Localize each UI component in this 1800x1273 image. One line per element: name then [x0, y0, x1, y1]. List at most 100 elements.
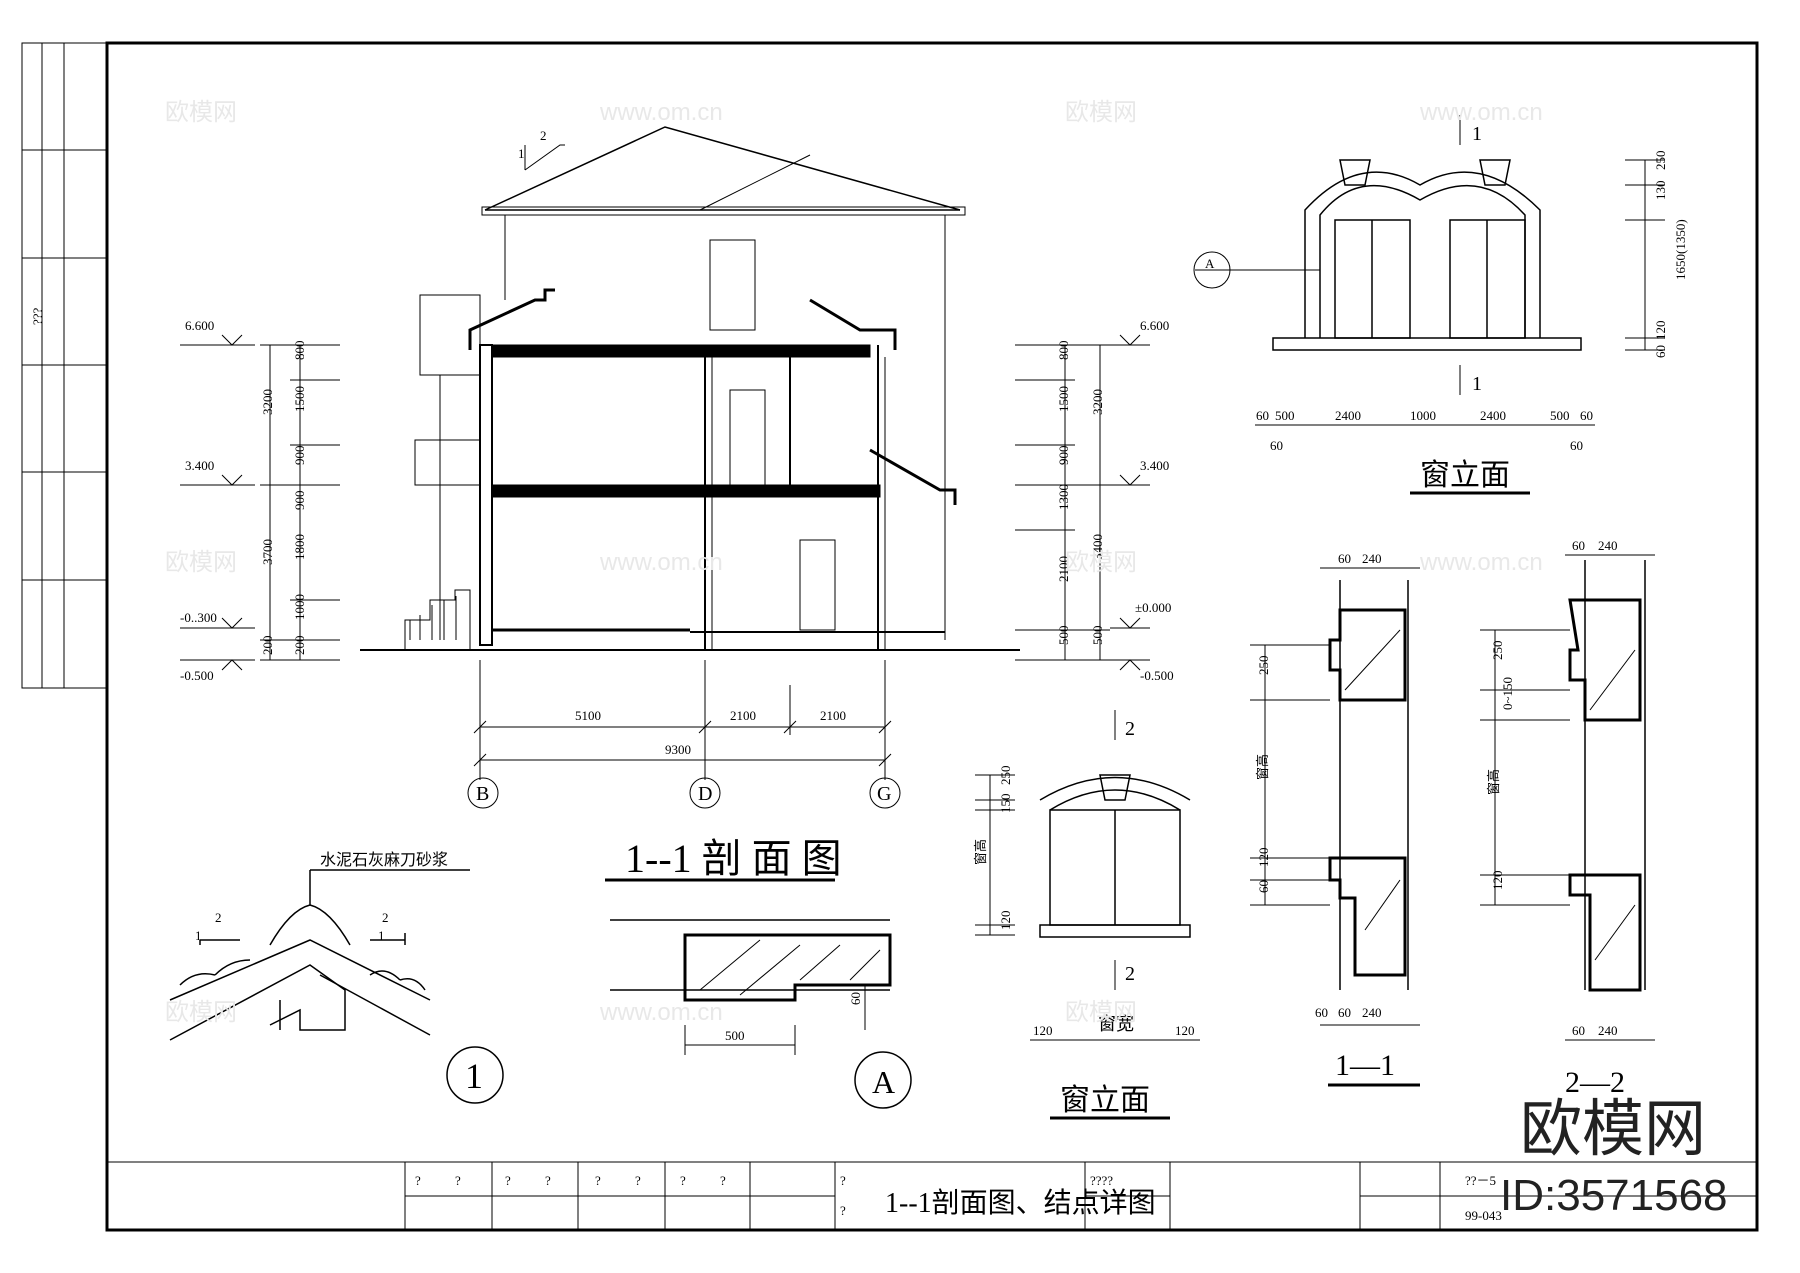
section-mark-2: 2	[1125, 718, 1135, 740]
dim-label: 250	[1490, 641, 1505, 661]
dim-label: 240	[1598, 1023, 1618, 1038]
dim-label: 500	[725, 1028, 745, 1043]
dim-label: 120	[1653, 321, 1668, 341]
title-block	[107, 1161, 1757, 1230]
detail-section-11	[1328, 580, 1409, 990]
dim-label: 2100	[1056, 556, 1071, 582]
dim-label: 1650(1350)	[1673, 219, 1688, 280]
section-22-title: 2—2	[1565, 1066, 1625, 1099]
tb-cell: ?	[455, 1173, 461, 1188]
dim-label: 60	[848, 992, 863, 1005]
dim-label: 60	[1570, 438, 1583, 453]
strip-label: ???	[30, 307, 45, 325]
watermark-site: www.om.cn	[599, 99, 723, 126]
slope-label-1: 1	[195, 928, 202, 943]
level-label: 6.600	[1140, 318, 1169, 333]
level-label: 3.400	[1140, 458, 1169, 473]
watermark-brand: 欧模网	[165, 549, 237, 576]
axis-label-g: G	[877, 783, 891, 805]
dim-label: 60	[1338, 551, 1351, 566]
tb-cell: ?	[840, 1173, 846, 1188]
dim-label: 1800	[292, 534, 307, 560]
dim-label: 120	[1256, 848, 1271, 868]
level-label: 3.400	[185, 458, 214, 473]
bottom-dimensions	[473, 685, 892, 767]
slope-label-1: 1	[518, 146, 525, 161]
watermark-site: www.om.cn	[599, 549, 723, 576]
dim-label: 200	[292, 636, 307, 656]
level-label: -0..300	[180, 610, 217, 625]
slope-mark	[524, 144, 565, 171]
slope-label-2: 2	[540, 128, 547, 143]
detail-a-label: A	[872, 1064, 895, 1100]
dim-label: 900	[292, 491, 307, 511]
tb-cell: ?	[635, 1173, 641, 1188]
left-dimensions	[180, 334, 340, 671]
level-label: 6.600	[185, 318, 214, 333]
dim-label: 60	[1256, 880, 1271, 893]
watermark-brand-large: 欧模网	[1520, 1095, 1706, 1164]
dim-label: 9300	[665, 742, 691, 757]
detail-22-dims	[1480, 554, 1655, 1041]
dim-label: 60	[1653, 345, 1668, 358]
section-mark-2b: 2	[1125, 963, 1135, 985]
section-title: 1--1 剖 面 图	[625, 836, 842, 881]
axis-bubbles	[467, 777, 901, 809]
tb-cell: ?	[415, 1173, 421, 1188]
level-label: -0.500	[1140, 668, 1174, 683]
tb-cell: ?	[840, 1203, 846, 1218]
dim-label: 250	[1256, 656, 1271, 676]
watermark-id: ID:3571568	[1500, 1171, 1728, 1220]
dim-label: 2100	[820, 708, 846, 723]
section-11-title: 1—1	[1335, 1049, 1395, 1082]
detail-1-label: 1	[465, 1056, 483, 1096]
watermark-brand: 欧模网	[1065, 99, 1137, 126]
dim-label: 250	[1653, 151, 1668, 171]
section-building	[360, 126, 1020, 780]
window-elevation-dims	[1193, 115, 1665, 426]
drawing-border	[105, 41, 1759, 1232]
dim-label: 2400	[1480, 408, 1506, 423]
dim-label: 1500	[292, 386, 307, 412]
dim-label: 1500	[1056, 386, 1071, 412]
tb-cell: ?	[680, 1173, 686, 1188]
tb-cell: ?	[545, 1173, 551, 1188]
window-height-label: 窗高	[1255, 754, 1270, 780]
window-elevation-double	[1272, 159, 1582, 351]
window-height-label: 窗高	[973, 839, 988, 865]
tb-code-2: 99-043	[1465, 1208, 1502, 1223]
dim-label: 2400	[1335, 408, 1361, 423]
watermark-site: www.om.cn	[1419, 549, 1543, 576]
detail-a	[610, 919, 912, 1109]
dim-label: 3200	[260, 389, 275, 415]
slope-label-2: 2	[382, 910, 389, 925]
left-binding-strip	[21, 42, 108, 689]
watermark-site: www.om.cn	[599, 999, 723, 1026]
tb-cell: ?	[720, 1173, 726, 1188]
slope-label-1: 1	[378, 928, 385, 943]
section-mark-1: 1	[1472, 123, 1482, 145]
dim-label: 250	[998, 766, 1013, 786]
dim-label: 200	[260, 636, 275, 656]
dim-label: 60	[1270, 438, 1283, 453]
dim-label: 900	[1056, 446, 1071, 466]
dim-label: 800	[292, 341, 307, 361]
dim-label: 60	[1338, 1005, 1351, 1020]
dim-label: 60	[1572, 1023, 1585, 1038]
dim-label: 150	[998, 794, 1013, 814]
dim-label: 0~150	[1500, 677, 1515, 710]
small-window-dims	[975, 710, 1200, 1041]
dim-label: 120	[998, 911, 1013, 931]
dim-label: 120	[1490, 871, 1505, 891]
tb-drawing-name: 1--1剖面图、结点详图	[885, 1187, 1156, 1219]
right-dimensions	[1015, 334, 1150, 671]
dim-label: 500	[1550, 408, 1570, 423]
section-mark-1b: 1	[1472, 373, 1482, 395]
dim-label: 60	[1315, 1005, 1328, 1020]
dim-label: 120	[1175, 1023, 1195, 1038]
tb-cell: ?	[505, 1173, 511, 1188]
axis-label-b: B	[476, 783, 489, 805]
tb-code-1: ??－5	[1465, 1173, 1496, 1188]
dim-label: 1300	[1056, 484, 1071, 510]
